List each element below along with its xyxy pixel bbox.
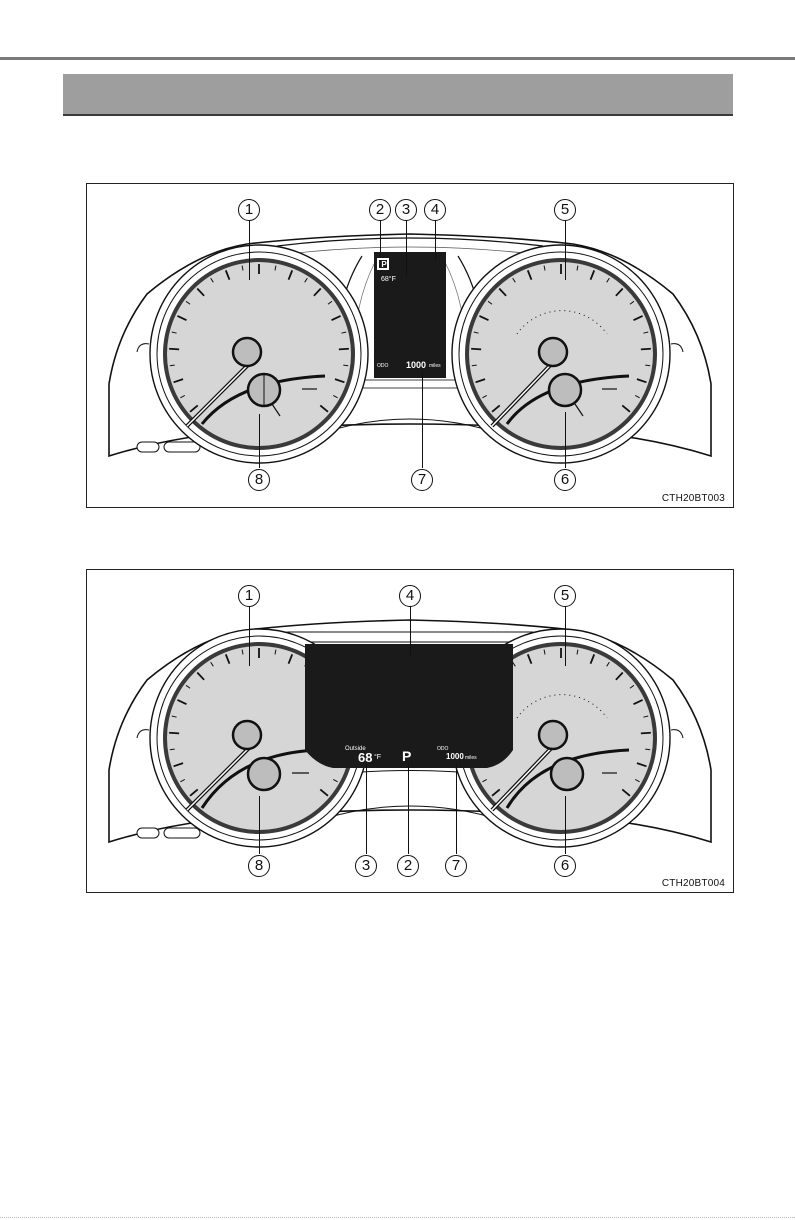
callout-2: 2 bbox=[369, 199, 391, 221]
gauge-tick bbox=[170, 365, 175, 366]
callout-4: 4 bbox=[399, 585, 421, 607]
outside-temperature: 68 bbox=[358, 750, 372, 765]
gauge-tick bbox=[472, 365, 477, 366]
callout-3: 3 bbox=[355, 855, 377, 877]
callout-5: 5 bbox=[554, 585, 576, 607]
callout-6: 6 bbox=[554, 855, 576, 877]
temperature-unit: °F bbox=[374, 754, 381, 761]
outside-temperature: 68°F bbox=[381, 276, 396, 283]
gauge-tick bbox=[471, 349, 481, 350]
callout-5: 5 bbox=[554, 199, 576, 221]
page-top-rule bbox=[0, 57, 795, 60]
speedometer-gauge bbox=[452, 245, 670, 463]
odometer-value: 1000 bbox=[446, 752, 464, 761]
callout-8: 8 bbox=[248, 469, 270, 491]
gauge-tick bbox=[645, 749, 650, 750]
odometer-unit: miles bbox=[429, 363, 441, 369]
gauge-tick bbox=[169, 733, 179, 734]
cluster-illustration-1 bbox=[87, 184, 733, 507]
gauge-tick bbox=[641, 733, 651, 734]
instrument-cluster-figure-2: Outside 68 °F P ODO 1000 miles 1 4 5 8 3… bbox=[86, 569, 734, 893]
callout-8: 8 bbox=[248, 855, 270, 877]
gauge-tick bbox=[169, 349, 179, 350]
page-bottom-rule bbox=[0, 1217, 795, 1218]
instrument-cluster-figure-1: P 68°F 1000 miles ODO 1 2 3 4 5 6 7 8 CT… bbox=[86, 183, 734, 508]
callout-7: 7 bbox=[411, 469, 433, 491]
callout-2: 2 bbox=[397, 855, 419, 877]
gauge-tick bbox=[343, 365, 348, 366]
gauge-tick bbox=[645, 365, 650, 366]
callout-1: 1 bbox=[238, 585, 260, 607]
callout-7: 7 bbox=[445, 855, 467, 877]
callout-1: 1 bbox=[238, 199, 260, 221]
gear-indicator: P bbox=[379, 259, 389, 270]
gear-indicator: P bbox=[402, 748, 411, 764]
figure-code: CTH20BT003 bbox=[662, 493, 725, 504]
odometer-unit: miles bbox=[465, 755, 477, 761]
callout-6: 6 bbox=[554, 469, 576, 491]
gauge-tick bbox=[339, 349, 349, 350]
gauge-tick bbox=[641, 349, 651, 350]
section-header-bar bbox=[63, 74, 733, 116]
odo-label: ODO bbox=[377, 363, 388, 369]
callout-3: 3 bbox=[395, 199, 417, 221]
gauge-tick bbox=[170, 749, 175, 750]
callout-4: 4 bbox=[424, 199, 446, 221]
figure-code: CTH20BT004 bbox=[662, 878, 725, 889]
odometer-value: 1000 bbox=[406, 360, 426, 370]
